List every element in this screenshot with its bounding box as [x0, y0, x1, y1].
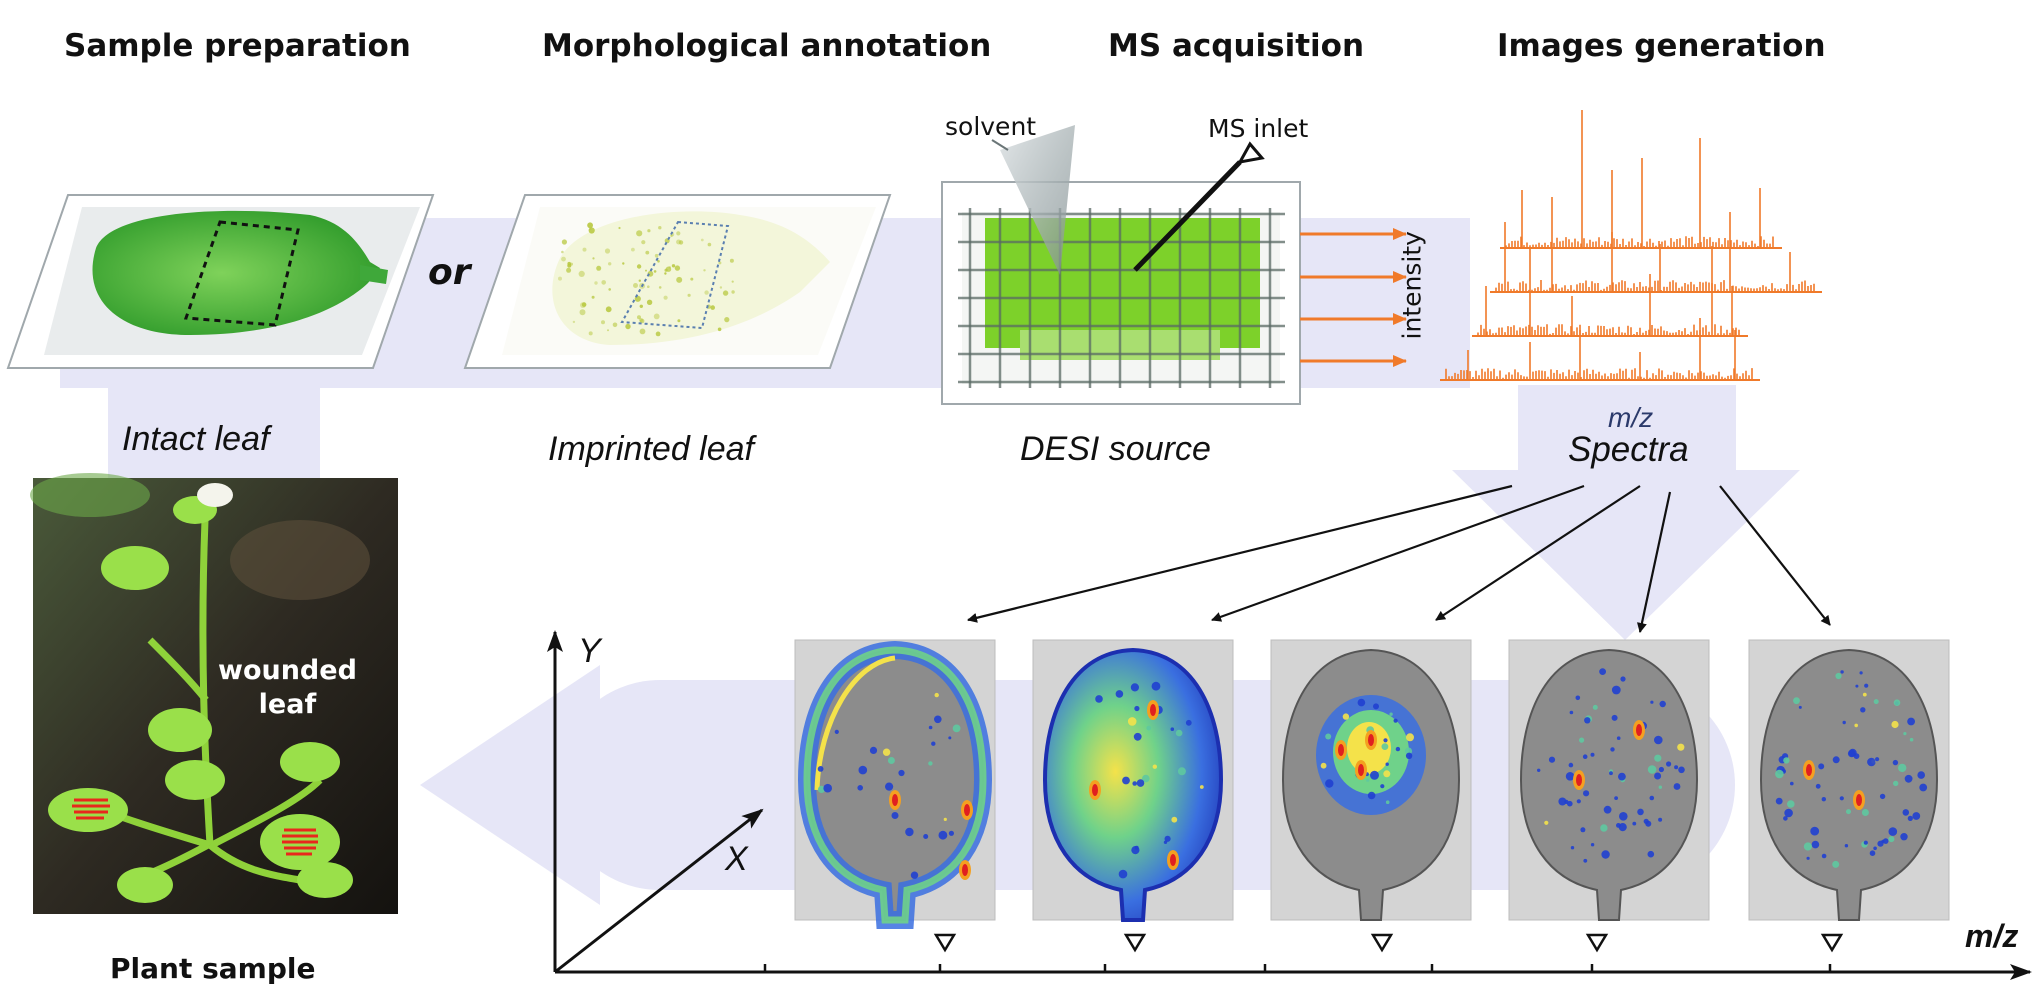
stage-title-ms-acquisition: MS acquisition — [1108, 28, 1365, 64]
spectrum-trace — [1495, 197, 1815, 292]
mass-spectra — [1440, 110, 1822, 381]
x-axis-label: X — [725, 840, 748, 878]
solvent-label: solvent — [945, 112, 1037, 141]
ion-images — [794, 639, 1950, 953]
ion-image-3 — [1270, 639, 1472, 921]
caption-desi-source: DESI source — [1020, 430, 1211, 468]
ion-image-5 — [1748, 639, 1950, 921]
ion-image-4 — [1508, 639, 1710, 921]
caption-intact-leaf: Intact leaf — [122, 420, 270, 458]
caption-imprinted-leaf: Imprinted leaf — [548, 430, 754, 468]
stage-title-sample-preparation: Sample preparation — [64, 28, 411, 64]
or-label: or — [428, 252, 471, 293]
intact-leaf-image — [92, 210, 381, 335]
mz-axis-ticks — [763, 964, 1832, 972]
desi-sample-area — [985, 218, 1260, 348]
ms-inlet-tip — [1237, 141, 1265, 165]
annotation-region — [183, 220, 300, 327]
stage-title-morphological-annotation: Morphological annotation — [542, 28, 992, 64]
stage-title-images-generation: Images generation — [1497, 28, 1826, 64]
imprint-speckles — [558, 222, 735, 337]
peak-marker-5 — [1820, 933, 1844, 953]
raster-grid — [958, 208, 1285, 388]
ms-inlet-label: MS inlet — [1208, 114, 1309, 143]
x-axis — [554, 808, 764, 974]
coordinate-axes — [547, 630, 2032, 980]
flow-arrow-left — [420, 665, 600, 905]
solvent-spray — [1000, 125, 1075, 275]
wounded-leaf-line2: leaf — [258, 689, 317, 720]
desi-source-panel — [941, 125, 1301, 405]
flow-band-down — [108, 388, 320, 488]
plant-sample-photo — [30, 473, 398, 914]
flow-arrow-down — [1452, 385, 1800, 640]
peak-marker-2 — [1123, 933, 1147, 953]
spectrum-trace — [1477, 246, 1740, 336]
wounded-leaf-line1: wounded — [218, 655, 357, 686]
y-axis-label: Y — [578, 632, 601, 670]
mz-axis-label: m/z — [1965, 918, 2019, 954]
spectra-label: Spectra — [1568, 430, 1689, 469]
peak-marker-3 — [1370, 933, 1394, 953]
ion-image-2 — [1032, 639, 1234, 922]
wounded-leaf-label: wounded leaf — [218, 654, 357, 722]
ms-inlet-capillary — [1133, 160, 1242, 272]
spectrum-trace — [1505, 110, 1774, 248]
intensity-axis-label: intensity — [1397, 231, 1427, 340]
intact-leaf-panel — [6, 194, 435, 369]
imprinted-leaf-panel — [463, 194, 892, 369]
peak-marker-1 — [933, 933, 957, 953]
caption-plant-sample: Plant sample — [110, 952, 316, 985]
spectra-mz-label: m/z — [1608, 402, 1654, 433]
peak-marker-4 — [1585, 933, 1609, 953]
ion-image-1 — [794, 639, 996, 929]
spectrum-trace — [1445, 318, 1753, 380]
spectra-to-image-arrows — [967, 484, 1831, 633]
wounded-region-marks — [72, 798, 318, 856]
intensity-arrows — [1300, 228, 1407, 367]
